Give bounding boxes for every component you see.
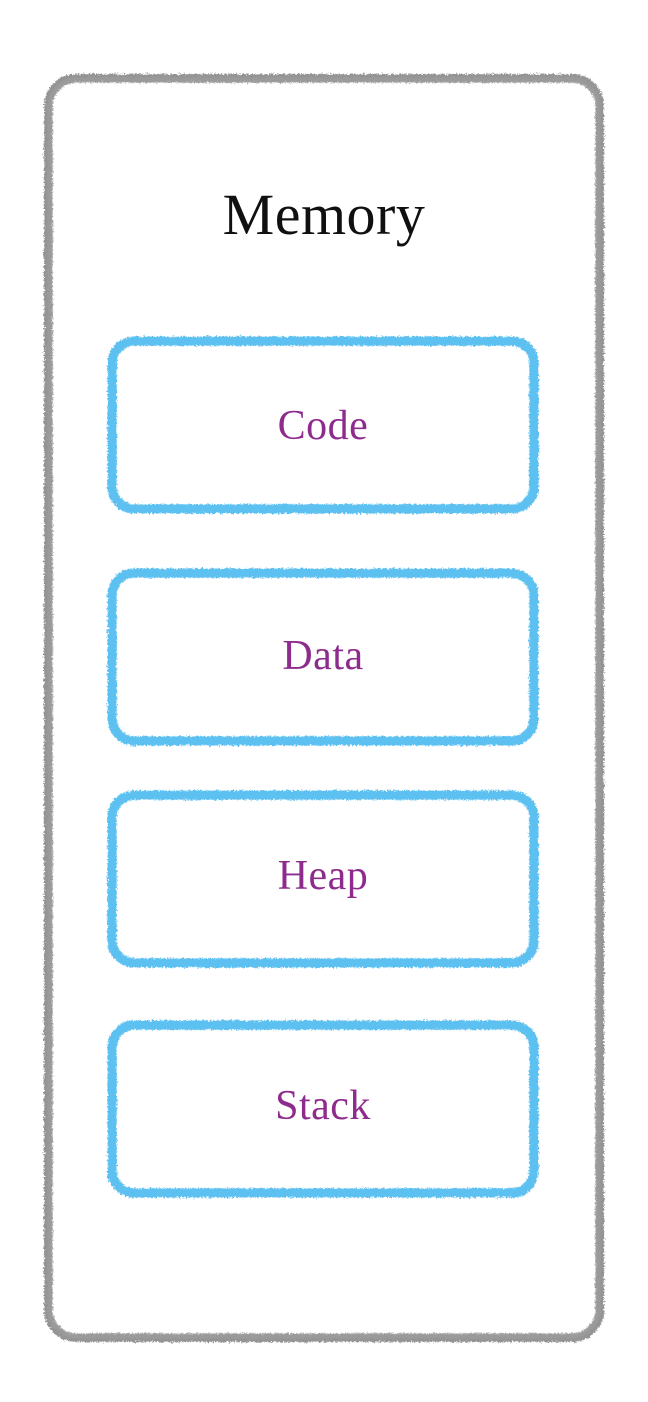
code-segment-label: Code [277,403,369,449]
data-segment-label: Data [282,633,364,679]
heap-segment-label: Heap [277,853,369,899]
memory-title: Memory [222,182,426,247]
stack-segment-label: Stack [275,1083,371,1129]
